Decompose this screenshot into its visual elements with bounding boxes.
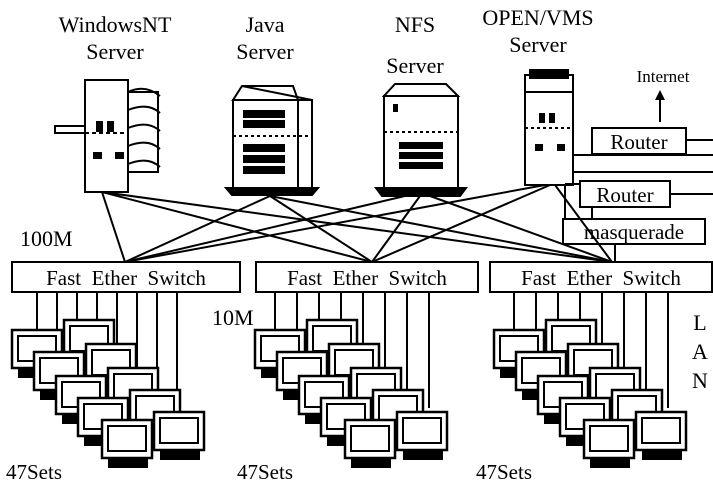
internet-label: Internet [637, 67, 690, 86]
backbone-speed-label: 100M [20, 226, 73, 251]
vms-server-label-line1: OPEN/VMS [482, 5, 593, 30]
server-labels: WindowsNT Server Java Server NFS Server … [59, 5, 594, 78]
workstation-icon [102, 420, 152, 468]
client-group-3-label: 47Sets [476, 460, 532, 484]
router-top: Router [592, 128, 686, 154]
internet-connection: Internet [637, 67, 690, 122]
switch-1-label: Fast Ether Switch [46, 266, 206, 290]
switch-2-label: Fast Ether Switch [287, 266, 447, 290]
workstation-icon [584, 420, 634, 468]
masquerade: masquerade [563, 219, 705, 244]
java-server-label-line2: Server [236, 39, 294, 64]
router-top-label: Router [610, 130, 667, 154]
switch-3: Fast Ether Switch [490, 262, 712, 292]
nfs-server-label-line1: NFS [395, 12, 435, 37]
lan-letter-n: N [692, 368, 708, 393]
nfs-server-icon [376, 84, 466, 196]
java-server-icon [226, 86, 318, 195]
workstation-icon [636, 412, 686, 460]
vms-server-label-line2: Server [509, 32, 567, 57]
windows-server-label-line1: WindowsNT [59, 12, 172, 37]
up-arrow-icon [655, 90, 665, 100]
lan-letter-a: A [692, 339, 708, 364]
windows-server-icon [55, 80, 160, 192]
java-server-label-line1: Java [245, 12, 284, 37]
workstation-icon [345, 420, 395, 468]
client-group-1-label: 47Sets [6, 460, 62, 484]
router-bottom: Router [580, 181, 670, 207]
client-cluster-3 [494, 292, 686, 468]
backbone-links [102, 185, 612, 262]
lan-label: L A N [692, 310, 708, 393]
client-group-labels: 47Sets 47Sets 47Sets [6, 460, 532, 484]
client-group-2-label: 47Sets [237, 460, 293, 484]
router-bottom-label: Router [596, 183, 653, 207]
lan-letter-l: L [693, 310, 706, 335]
vms-server-icon [525, 70, 573, 185]
windows-server-label-line2: Server [86, 39, 144, 64]
client-cluster-2 [255, 292, 447, 468]
client-speed-label: 10M [212, 305, 254, 330]
nfs-server-label-line2: Server [386, 53, 444, 78]
workstation-icon [154, 412, 204, 460]
workstation-icon [397, 412, 447, 460]
masquerade-label: masquerade [584, 220, 684, 244]
client-clusters [12, 292, 686, 468]
switch-3-label: Fast Ether Switch [521, 266, 681, 290]
switch-1: Fast Ether Switch [12, 262, 240, 292]
client-cluster-1 [12, 292, 204, 468]
switch-2: Fast Ether Switch [256, 262, 478, 292]
